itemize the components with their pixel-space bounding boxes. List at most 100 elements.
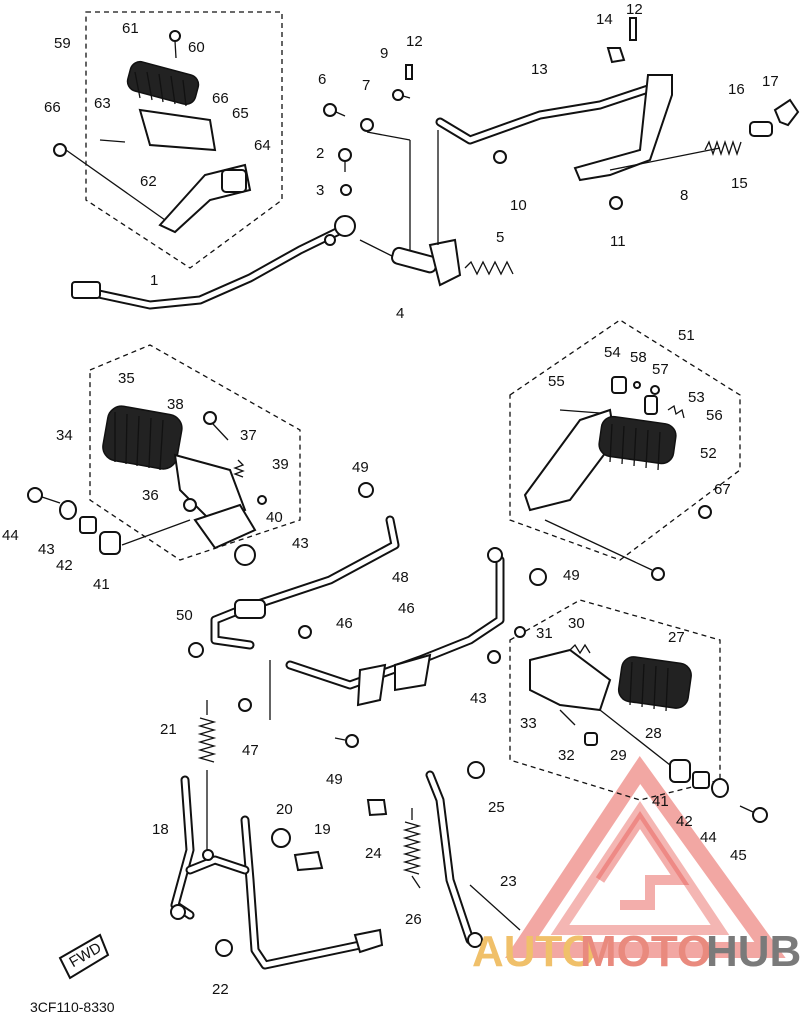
label-48: 49	[326, 771, 343, 788]
assembly-box-50	[509, 319, 741, 561]
label-28: 28	[645, 725, 662, 742]
label-41b: 41	[652, 793, 669, 810]
footrest-assembly-58	[53, 30, 252, 234]
label-56: 57	[652, 361, 669, 378]
label-15: 15	[731, 175, 748, 192]
fwd-arrow-icon: FWD	[58, 933, 110, 980]
footrest-assembly-27	[514, 626, 768, 823]
label-37: 37	[240, 427, 257, 444]
label-38: 38	[167, 396, 184, 413]
label-66b: 67	[714, 481, 731, 498]
label-4: 4	[396, 305, 404, 322]
label-44b: 45	[730, 847, 747, 864]
shaft-4	[359, 238, 462, 287]
label-43b: 43	[292, 535, 309, 552]
label-16: 16	[728, 81, 745, 98]
label-51: 52	[700, 445, 717, 462]
label-25: 25	[488, 799, 505, 816]
label-39: 39	[272, 456, 289, 473]
label-33: 33	[520, 715, 537, 732]
label-21: 21	[160, 721, 177, 738]
label-3: 3	[316, 182, 324, 199]
label-49a: 49	[352, 459, 369, 476]
label-17: 17	[762, 73, 779, 90]
label-26: 26	[405, 911, 422, 928]
label-46a: 46	[336, 615, 353, 632]
label-34: 34	[56, 427, 73, 444]
label-43a: 43	[38, 541, 55, 558]
label-19: 19	[314, 821, 331, 838]
side-stand-23	[425, 770, 521, 948]
label-61: 62	[140, 173, 157, 190]
label-31: 31	[536, 625, 553, 642]
label-11: 11	[610, 233, 626, 250]
label-57: 58	[630, 349, 647, 366]
label-23: 23	[500, 873, 517, 890]
spring-5	[464, 260, 514, 276]
label-12a: 12	[406, 33, 423, 50]
label-27: 27	[668, 629, 685, 646]
main-stand-18	[170, 775, 384, 970]
pivot-parts-left	[27, 487, 256, 566]
label-63: 64	[254, 137, 271, 154]
label-50: 51	[678, 327, 695, 344]
label-66a: 66	[44, 99, 61, 116]
label-14: 14	[596, 11, 613, 28]
label-43d: 44	[700, 829, 717, 846]
label-41a: 41	[93, 576, 110, 593]
leader-lines-top	[366, 130, 439, 250]
brake-pedal-1	[71, 215, 356, 310]
small-parts-top	[323, 17, 637, 210]
label-43c: 43	[470, 690, 487, 707]
drawing-code: 3CF110-8330	[30, 999, 115, 1015]
label-53: 54	[604, 344, 621, 361]
label-5: 5	[496, 229, 504, 246]
watermark-moto: MOTO	[580, 927, 711, 976]
watermark-text: AUTO MOTO HUB	[472, 927, 800, 976]
label-9: 9	[380, 45, 388, 62]
label-6: 6	[318, 71, 326, 88]
label-42b: 42	[676, 813, 693, 830]
brake-rod-8	[609, 98, 800, 171]
label-8: 8	[680, 187, 688, 204]
part-labels: 1 2 3 4 5 6 7 8 9 10 11 12 12 13 14 15 1…	[2, 1, 779, 998]
footrest-assembly-34	[102, 405, 267, 550]
label-64: 65	[232, 105, 249, 122]
label-12b: 12	[626, 1, 643, 18]
label-45: 46	[398, 600, 415, 617]
label-49b: 49	[563, 567, 580, 584]
label-18: 18	[152, 821, 169, 838]
assembly-box-58	[85, 11, 283, 269]
label-65: 66	[212, 90, 229, 107]
label-58: 59	[54, 35, 71, 52]
label-22: 22	[212, 981, 229, 998]
label-46b: 47	[242, 742, 259, 759]
brake-rod-13	[435, 74, 673, 182]
watermark-hub: HUB	[706, 927, 800, 976]
label-47: 48	[392, 569, 409, 586]
label-42a: 42	[56, 557, 73, 574]
label-52: 53	[688, 389, 705, 406]
footrest-stay-45	[285, 547, 505, 707]
label-10: 10	[510, 197, 527, 214]
label-49c: 50	[176, 607, 193, 624]
label-36: 36	[142, 487, 159, 504]
label-1: 1	[150, 272, 158, 289]
watermark-logo	[505, 755, 786, 958]
label-60: 61	[122, 20, 139, 37]
label-20: 20	[276, 801, 293, 818]
label-13: 13	[531, 61, 548, 78]
label-59: 60	[188, 39, 205, 56]
footrest-assembly-50	[523, 376, 712, 581]
label-62: 63	[94, 95, 111, 112]
stay-small-parts	[188, 482, 547, 748]
spring-26	[402, 808, 422, 889]
label-2: 2	[316, 145, 324, 162]
label-35: 35	[118, 370, 135, 387]
spring-21	[197, 700, 217, 850]
label-30: 30	[568, 615, 585, 632]
label-24: 24	[365, 845, 382, 862]
label-40: 40	[266, 509, 283, 526]
label-55: 56	[706, 407, 723, 424]
